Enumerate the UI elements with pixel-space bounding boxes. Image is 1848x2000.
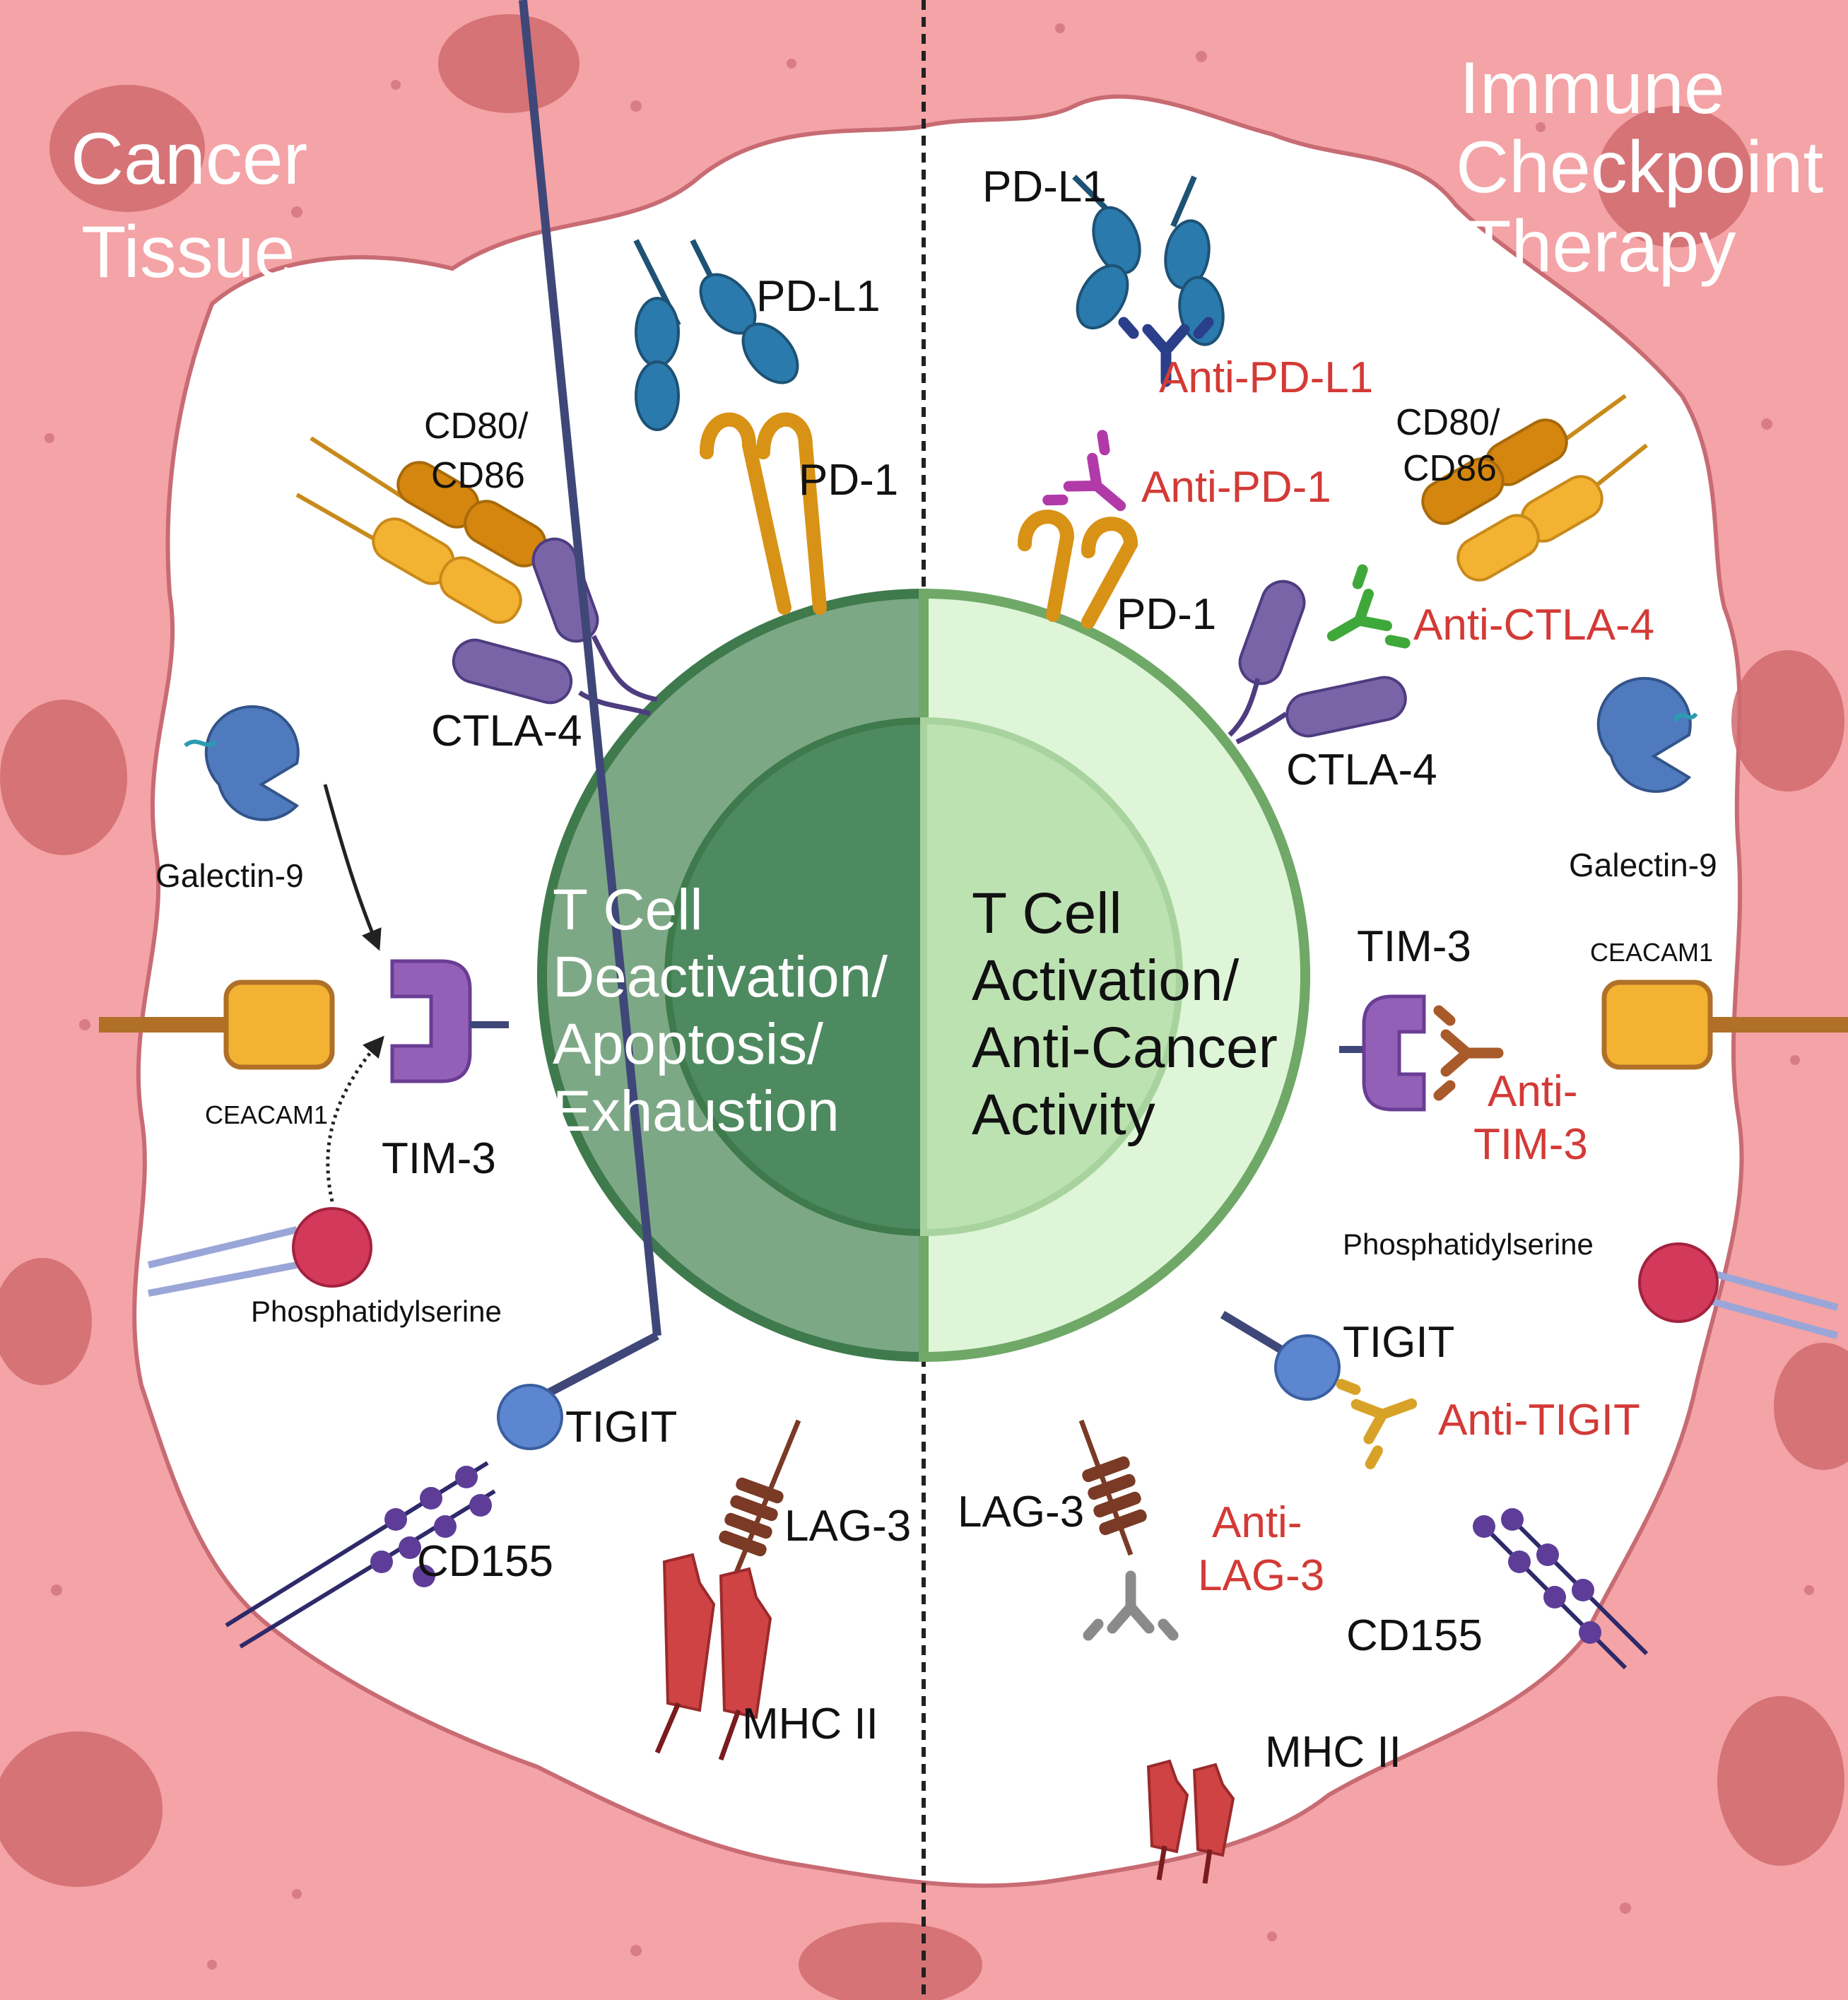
right-pdl1-label: PD-L1 <box>982 163 1107 211</box>
right-tigit-label: TIGIT <box>1343 1318 1454 1367</box>
right-mhc-label: MHC II <box>1265 1728 1401 1777</box>
right-cd155 <box>1473 1508 1649 1670</box>
cell-right-line-3: Anti-Cancer <box>972 1016 1278 1080</box>
tissue-nuclei <box>0 14 1848 2000</box>
right-title-line-1: Immune <box>1459 47 1725 129</box>
nucleus <box>0 700 127 855</box>
left-cd155-label: CD155 <box>417 1537 553 1586</box>
left-galectin-arrow <box>323 784 382 951</box>
left-ceacam-label: CEACAM1 <box>205 1100 328 1129</box>
left-lag3-label: LAG-3 <box>784 1502 911 1551</box>
left-galectin-label: Galectin-9 <box>155 857 304 894</box>
right-title-line-2: Checkpoint <box>1456 127 1823 208</box>
nucleus <box>49 85 205 212</box>
right-anti-lag3-label-2: LAG-3 <box>1198 1551 1324 1600</box>
left-pdl1-receptor <box>633 239 799 431</box>
nucleus <box>1731 650 1844 792</box>
left-ceacam1 <box>99 980 335 1070</box>
right-ceacam1 <box>1601 980 1848 1070</box>
cell-left-line-4: Exhaustion <box>553 1079 840 1143</box>
cell-left-line-3: Apoptosis/ <box>553 1012 823 1076</box>
right-pd1-receptor <box>1018 510 1138 629</box>
right-ctla4-label: CTLA-4 <box>1286 746 1437 794</box>
right-lag3-receptor <box>1078 1419 1147 1556</box>
left-tim3-label: TIM-3 <box>382 1134 496 1183</box>
right-anti-pd1-label: Anti-PD-1 <box>1141 463 1331 512</box>
tissue-dots <box>45 23 1814 1970</box>
nucleus <box>799 1922 982 2000</box>
right-anti-tigit-label: Anti-TIGIT <box>1438 1396 1640 1445</box>
right-cd155-label: CD155 <box>1346 1611 1483 1660</box>
right-galectin9 <box>1596 676 1698 793</box>
right-tigit-receptor <box>1220 1310 1341 1401</box>
left-lag3-receptor <box>719 1419 801 1577</box>
right-tim3-label: TIM-3 <box>1357 922 1471 971</box>
left-title-line-2: Tissue <box>81 211 295 293</box>
left-pd1-receptor <box>700 412 827 615</box>
right-ps-label: Phosphatidylserine <box>1343 1228 1594 1261</box>
right-ctla4-receptor <box>1228 580 1407 745</box>
cell-right-line-1: T Cell <box>972 881 1122 946</box>
left-pd1-label: PD-1 <box>799 456 898 505</box>
right-ceacam-label: CEACAM1 <box>1590 938 1713 967</box>
left-tigit-receptor <box>497 0 661 1450</box>
right-anti-tim3-label-1: Anti- <box>1488 1067 1577 1116</box>
right-anti-pdl1-label: Anti-PD-L1 <box>1159 353 1373 402</box>
cell-right-text: T Cell Activation/ Anti-Cancer Activity <box>972 881 1278 1147</box>
left-cd80-label-1: CD80/ <box>424 406 529 447</box>
left-mhc-label: MHC II <box>742 1700 878 1748</box>
right-anti-ctla4-label: Anti-CTLA-4 <box>1413 601 1654 649</box>
right-lag3-label: LAG-3 <box>958 1488 1084 1536</box>
nucleus <box>0 1731 163 1887</box>
left-ps-label: Phosphatidylserine <box>251 1295 502 1328</box>
cell-left-text: T Cell Deactivation/ Apoptosis/ Exhausti… <box>553 878 888 1143</box>
t-cell-right-nucleus <box>920 717 1183 1237</box>
left-galectin9 <box>184 705 300 821</box>
left-tim3-receptor <box>390 959 509 1083</box>
right-tim3-receptor <box>1339 994 1426 1112</box>
right-galectin-label: Galectin-9 <box>1569 847 1717 883</box>
nucleus <box>1597 106 1753 247</box>
left-title-line-1: Cancer <box>71 118 307 200</box>
nucleus <box>0 1258 92 1385</box>
right-pd1-label: PD-1 <box>1117 590 1216 639</box>
left-cd80-cd86-ligand <box>295 436 547 624</box>
nucleus <box>1717 1696 1844 1866</box>
nucleus <box>438 14 579 113</box>
right-phosphatidylserine <box>1638 1242 1839 1339</box>
t-cell-left-nucleus <box>664 717 927 1237</box>
right-mhc2 <box>1146 1759 1235 1884</box>
right-cd80-label-2: CD86 <box>1403 448 1497 489</box>
left-cd155 <box>225 1461 496 1649</box>
left-phosphatidylserine <box>147 1207 372 1297</box>
right-cd80-cd86-ligand <box>1421 394 1648 582</box>
cell-left-line-2: Deactivation/ <box>553 945 888 1009</box>
right-title-line-3: Therapy <box>1466 206 1736 288</box>
cell-right-line-4: Activity <box>972 1083 1155 1147</box>
left-ctla4-label: CTLA-4 <box>431 707 582 755</box>
left-mhc2 <box>654 1553 772 1761</box>
cell-right-line-2: Activation/ <box>972 948 1240 1013</box>
left-cd80-label-2: CD86 <box>431 455 525 496</box>
left-tigit-label: TIGIT <box>565 1403 677 1452</box>
right-anti-lag3-label-1: Anti- <box>1212 1498 1302 1547</box>
left-pdl1-label: PD-L1 <box>756 272 881 321</box>
cell-left-line-1: T Cell <box>553 878 703 942</box>
nucleus <box>1774 1343 1848 1470</box>
right-anti-tim3-label-2: TIM-3 <box>1473 1120 1588 1169</box>
left-ps-arrow <box>326 1035 384 1202</box>
right-cd80-label-1: CD80/ <box>1396 402 1500 443</box>
right-pdl1-ligand <box>1072 175 1225 346</box>
